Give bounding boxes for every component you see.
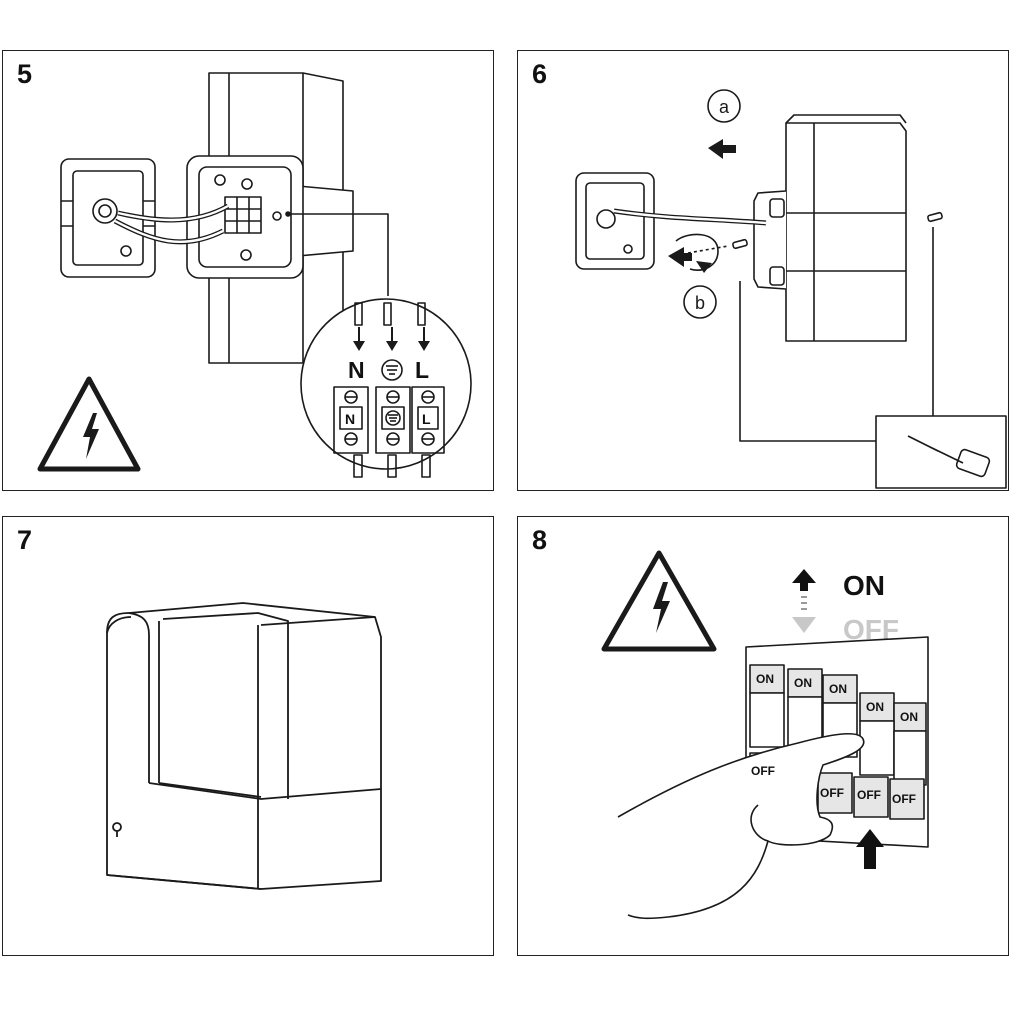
step-number: 7 [17,525,33,555]
breaker-off-label: OFF [751,764,775,778]
terminal-l-label: L [422,411,431,427]
mounting-illustration: a b [575,89,1007,489]
breaker-on-label: ON [794,676,812,690]
breaker-off-label: OFF [857,788,881,802]
breaker-on-label: ON [756,672,774,686]
breaker-off-label: OFF [820,786,844,800]
callout-b: b [695,293,705,313]
neutral-label: N [348,357,365,383]
breaker-on-label: ON [829,682,847,696]
breaker-on-label: ON [866,700,884,714]
step-number: 5 [17,59,33,89]
breaker-on-label: ON [900,710,918,724]
step-8-panel: 8 ON OFF [517,516,1009,956]
breaker-off-label: OFF [892,792,916,806]
breaker-illustration: ON OFF ON ON ON ON O [601,550,929,920]
callout-a: a [719,97,730,117]
installed-lamp-illustration [106,602,382,890]
live-label: L [415,357,429,383]
step-number: 8 [532,525,548,555]
step-number: 6 [532,59,548,89]
on-label: ON [843,570,885,601]
terminal-n-label: N [345,411,355,427]
wiring-illustration: N L N L [37,72,472,478]
step-5-panel: 5 [2,50,494,491]
step-6-panel: 6 [517,50,1009,491]
step-7-panel: 7 [2,516,494,956]
